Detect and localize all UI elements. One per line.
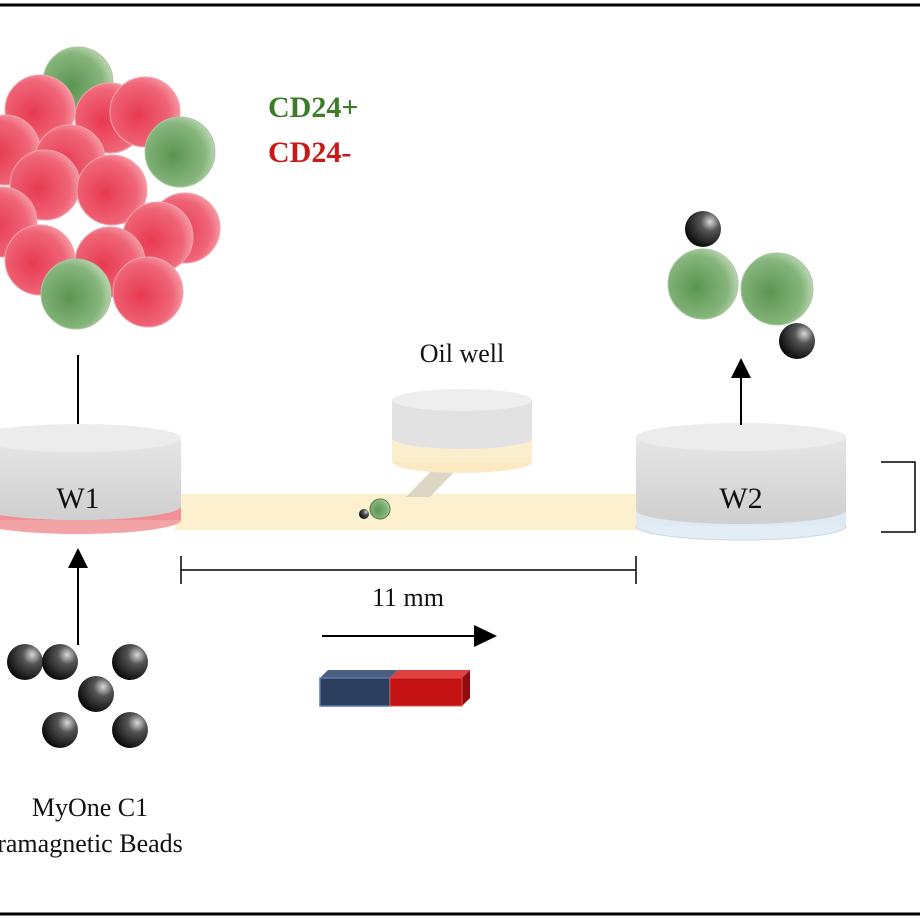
- bead: [7, 644, 43, 680]
- height-bracket: [881, 461, 916, 533]
- magnet-north-pole: [389, 677, 463, 707]
- well-w2-label: W2: [719, 482, 762, 515]
- cell-cd24-positive: [40, 258, 112, 330]
- bead-cluster: [7, 644, 148, 748]
- bead: [78, 676, 114, 712]
- cell-cd24-positive: [667, 248, 739, 320]
- legend-cd24-positive: CD24+: [268, 91, 358, 124]
- oil-well: [392, 389, 532, 473]
- cell-cd24-positive: [144, 116, 216, 188]
- dimension-line: [180, 556, 637, 584]
- bead: [112, 644, 148, 680]
- output-cluster: [667, 211, 815, 359]
- microchannel: [175, 494, 645, 530]
- bead: [42, 712, 78, 748]
- well-w1-label: W1: [56, 482, 99, 515]
- well-w1-wall: [0, 438, 181, 520]
- bead: [112, 712, 148, 748]
- beads-label-line2: ramagnetic Beads: [0, 829, 183, 858]
- well-w1: [0, 424, 181, 534]
- bead: [779, 323, 815, 359]
- magnet-direction-arrowhead: [474, 625, 497, 647]
- oil-well-label: Oil well: [420, 339, 505, 368]
- well-w2: [635, 423, 847, 541]
- legend-cd24-negative: CD24-: [268, 136, 351, 169]
- cell-cd24-negative: [112, 256, 184, 328]
- cell-cd24-negative: [76, 154, 148, 226]
- cell-cluster: [0, 46, 221, 330]
- bead: [42, 644, 78, 680]
- beads-label-line1: MyOne C1: [32, 793, 148, 822]
- oil-well-wall: [392, 400, 532, 449]
- bead-in-channel: [359, 509, 369, 519]
- dimension-label: 11 mm: [372, 583, 444, 612]
- cell-cd24-positive: [740, 252, 814, 326]
- well-w2-wall: [636, 437, 846, 524]
- magnet: [319, 670, 470, 707]
- cell-bead-complex: [369, 498, 391, 520]
- magnet-south-pole: [319, 677, 391, 707]
- bead: [685, 211, 721, 247]
